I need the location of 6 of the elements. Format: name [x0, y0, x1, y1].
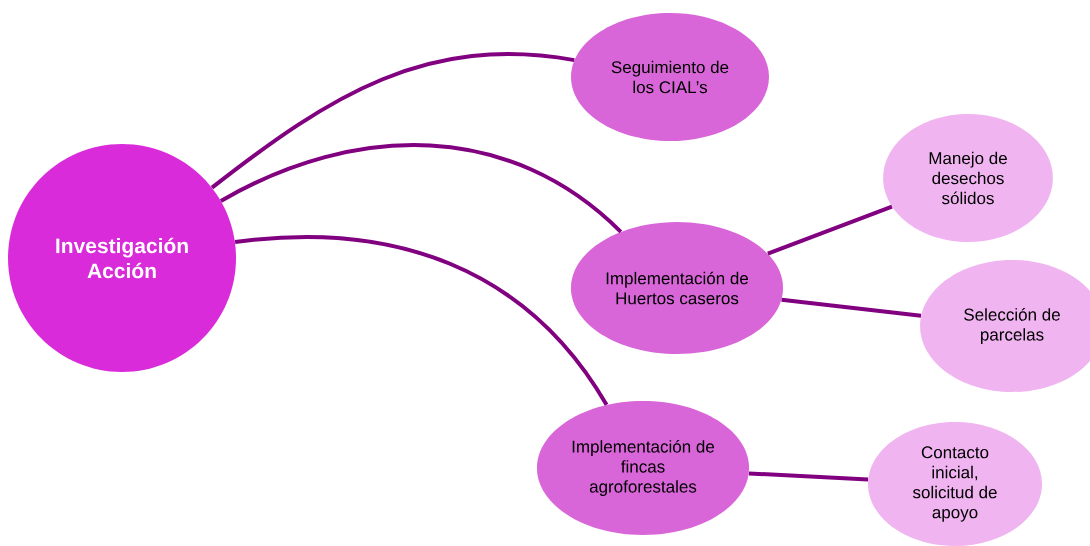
- connector-line: [781, 297, 922, 318]
- connector-line: [748, 471, 869, 482]
- connector-line: [220, 143, 623, 234]
- connector-line: [234, 235, 609, 406]
- connector-line: [210, 52, 575, 190]
- connector-line: [767, 204, 893, 256]
